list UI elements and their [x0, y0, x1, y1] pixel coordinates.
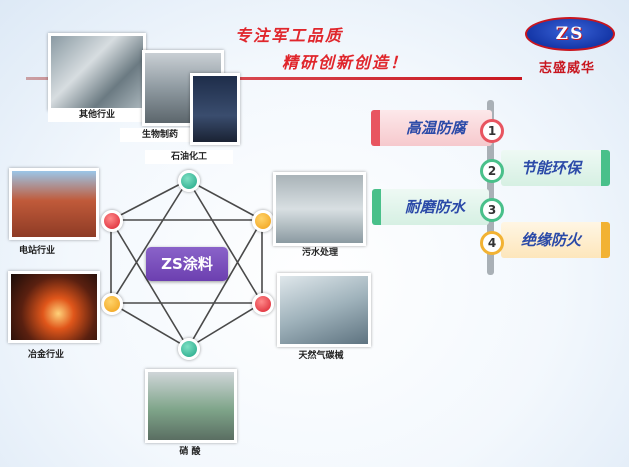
header-divider — [26, 77, 522, 80]
photo-petrochem — [190, 73, 240, 145]
caption-biopharma: 生物制药 — [120, 128, 200, 142]
slogan-line-2: 精研创新创造！ — [282, 53, 409, 72]
node-upper-left — [101, 210, 123, 232]
photo-other-industry — [48, 33, 146, 111]
triangle-down — [109, 219, 264, 350]
node-top — [178, 170, 200, 192]
photo-natural-gas — [277, 273, 371, 347]
node-lower-right — [252, 293, 274, 315]
slogan-line-1: 专注军工品质 — [235, 26, 344, 45]
feature-number-4: 4 — [480, 231, 504, 255]
zs-logo: ZS — [525, 17, 615, 51]
node-bottom — [178, 338, 200, 360]
triangle-up — [109, 178, 264, 304]
caption-other-industry: 其他行业 — [48, 108, 146, 122]
feature-number-1: 1 — [480, 119, 504, 143]
caption-metallurgy: 冶金行业 — [27, 350, 64, 360]
caption-power-station: 电站行业 — [18, 246, 55, 256]
feature-number-3: 3 — [480, 198, 504, 222]
node-upper-right — [252, 210, 274, 232]
caption-nitric-acid: 硝 酸 — [179, 447, 201, 457]
feature-label-3: 耐磨防水 — [372, 189, 489, 225]
feature-number-2: 2 — [480, 159, 504, 183]
feature-timeline-bar — [487, 100, 494, 275]
caption-wastewater: 污水处理 — [301, 248, 338, 258]
caption-natural-gas: 天然气碳械 — [298, 351, 344, 361]
photo-power-station — [9, 168, 99, 240]
feature-label-1: 高温防腐 — [371, 110, 492, 146]
photo-metallurgy — [8, 271, 100, 343]
photo-nitric-acid — [145, 369, 237, 443]
photo-wastewater — [273, 172, 366, 246]
center-product-label: ZS涂料 — [146, 247, 228, 281]
feature-label-4: 绝缘防火 — [501, 222, 610, 258]
node-lower-left — [101, 293, 123, 315]
caption-petrochem: 石油化工 — [145, 150, 233, 164]
feature-label-2: 节能环保 — [501, 150, 610, 186]
brand-name: 志盛威华 — [539, 61, 596, 76]
